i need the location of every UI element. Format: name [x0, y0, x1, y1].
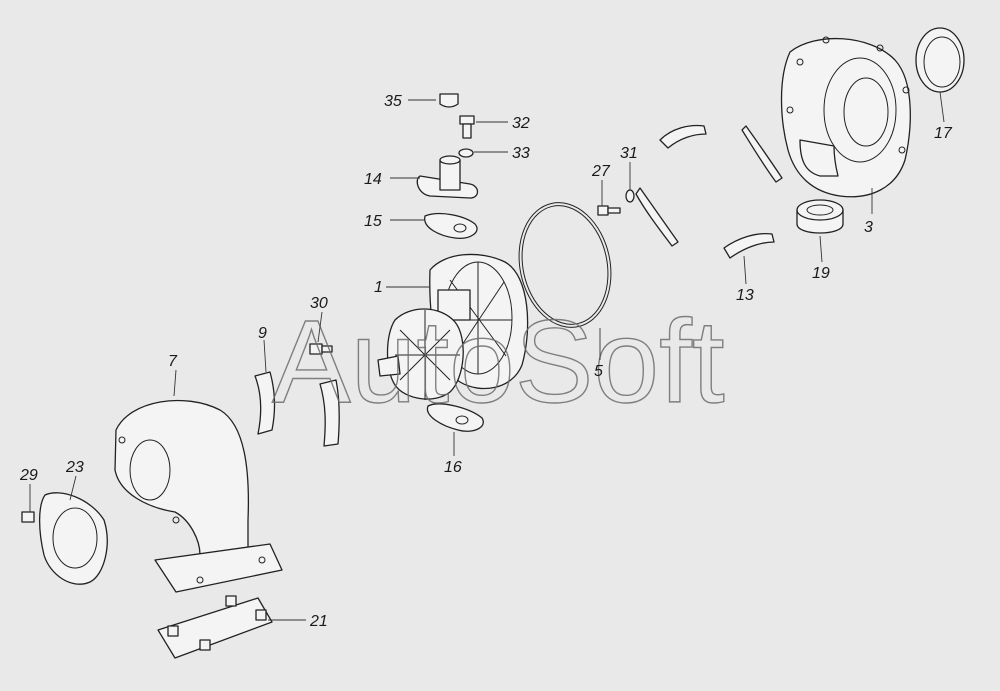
plate-21-part: [157, 595, 273, 659]
label-5: 5: [594, 363, 603, 380]
gasket-15-part: [424, 212, 478, 239]
label-23: 23: [65, 459, 84, 476]
bolt-27-part: [597, 205, 621, 216]
watermark-text: AutoSoft: [272, 296, 725, 428]
bolt-30-part: [459, 115, 475, 139]
label-17: 17: [934, 125, 953, 142]
washer-32-part: [458, 148, 474, 158]
label-9: 9: [258, 325, 267, 342]
label-21: 21: [309, 613, 328, 630]
label-7: 7: [168, 353, 178, 370]
label-29: 30: [310, 295, 328, 312]
label-31: 31: [620, 145, 638, 162]
label-33: 29: [19, 467, 38, 484]
ring-17-part: [915, 27, 965, 93]
bolt-29-part: [309, 343, 333, 355]
label-19: 19: [812, 265, 830, 282]
nut-33-part: [21, 511, 35, 523]
nut-19-part: [796, 199, 844, 234]
label-15: 15: [364, 213, 382, 230]
label-30: 32: [512, 115, 530, 132]
o-ring-5-part: [518, 202, 612, 328]
part-labels: 35 32 33 14 15 1 27 31 3 17 19 13 5 30 9…: [19, 93, 953, 630]
compressor-housing-part: [780, 36, 911, 198]
label-1: 1: [374, 279, 383, 296]
label-35: 35: [384, 93, 402, 110]
oil-flange-14-part: [416, 155, 479, 199]
gasket-23-part: [38, 492, 108, 585]
label-3: 3: [864, 219, 873, 236]
plates-9-part: [254, 371, 340, 447]
gasket-16-part: [426, 403, 484, 432]
turbine-wheel-part: [377, 308, 464, 400]
label-13: 13: [736, 287, 754, 304]
label-14: 14: [364, 171, 382, 188]
clamp-plates-13-part: [635, 124, 783, 259]
label-32: 33: [512, 145, 530, 162]
label-27: 27: [591, 163, 611, 180]
label-16: 16: [444, 459, 462, 476]
leader-lines: [29, 91, 945, 621]
washer-31-part: [625, 189, 635, 203]
turbine-housing-7-part: [114, 399, 283, 593]
plug-35-part: [439, 93, 459, 108]
